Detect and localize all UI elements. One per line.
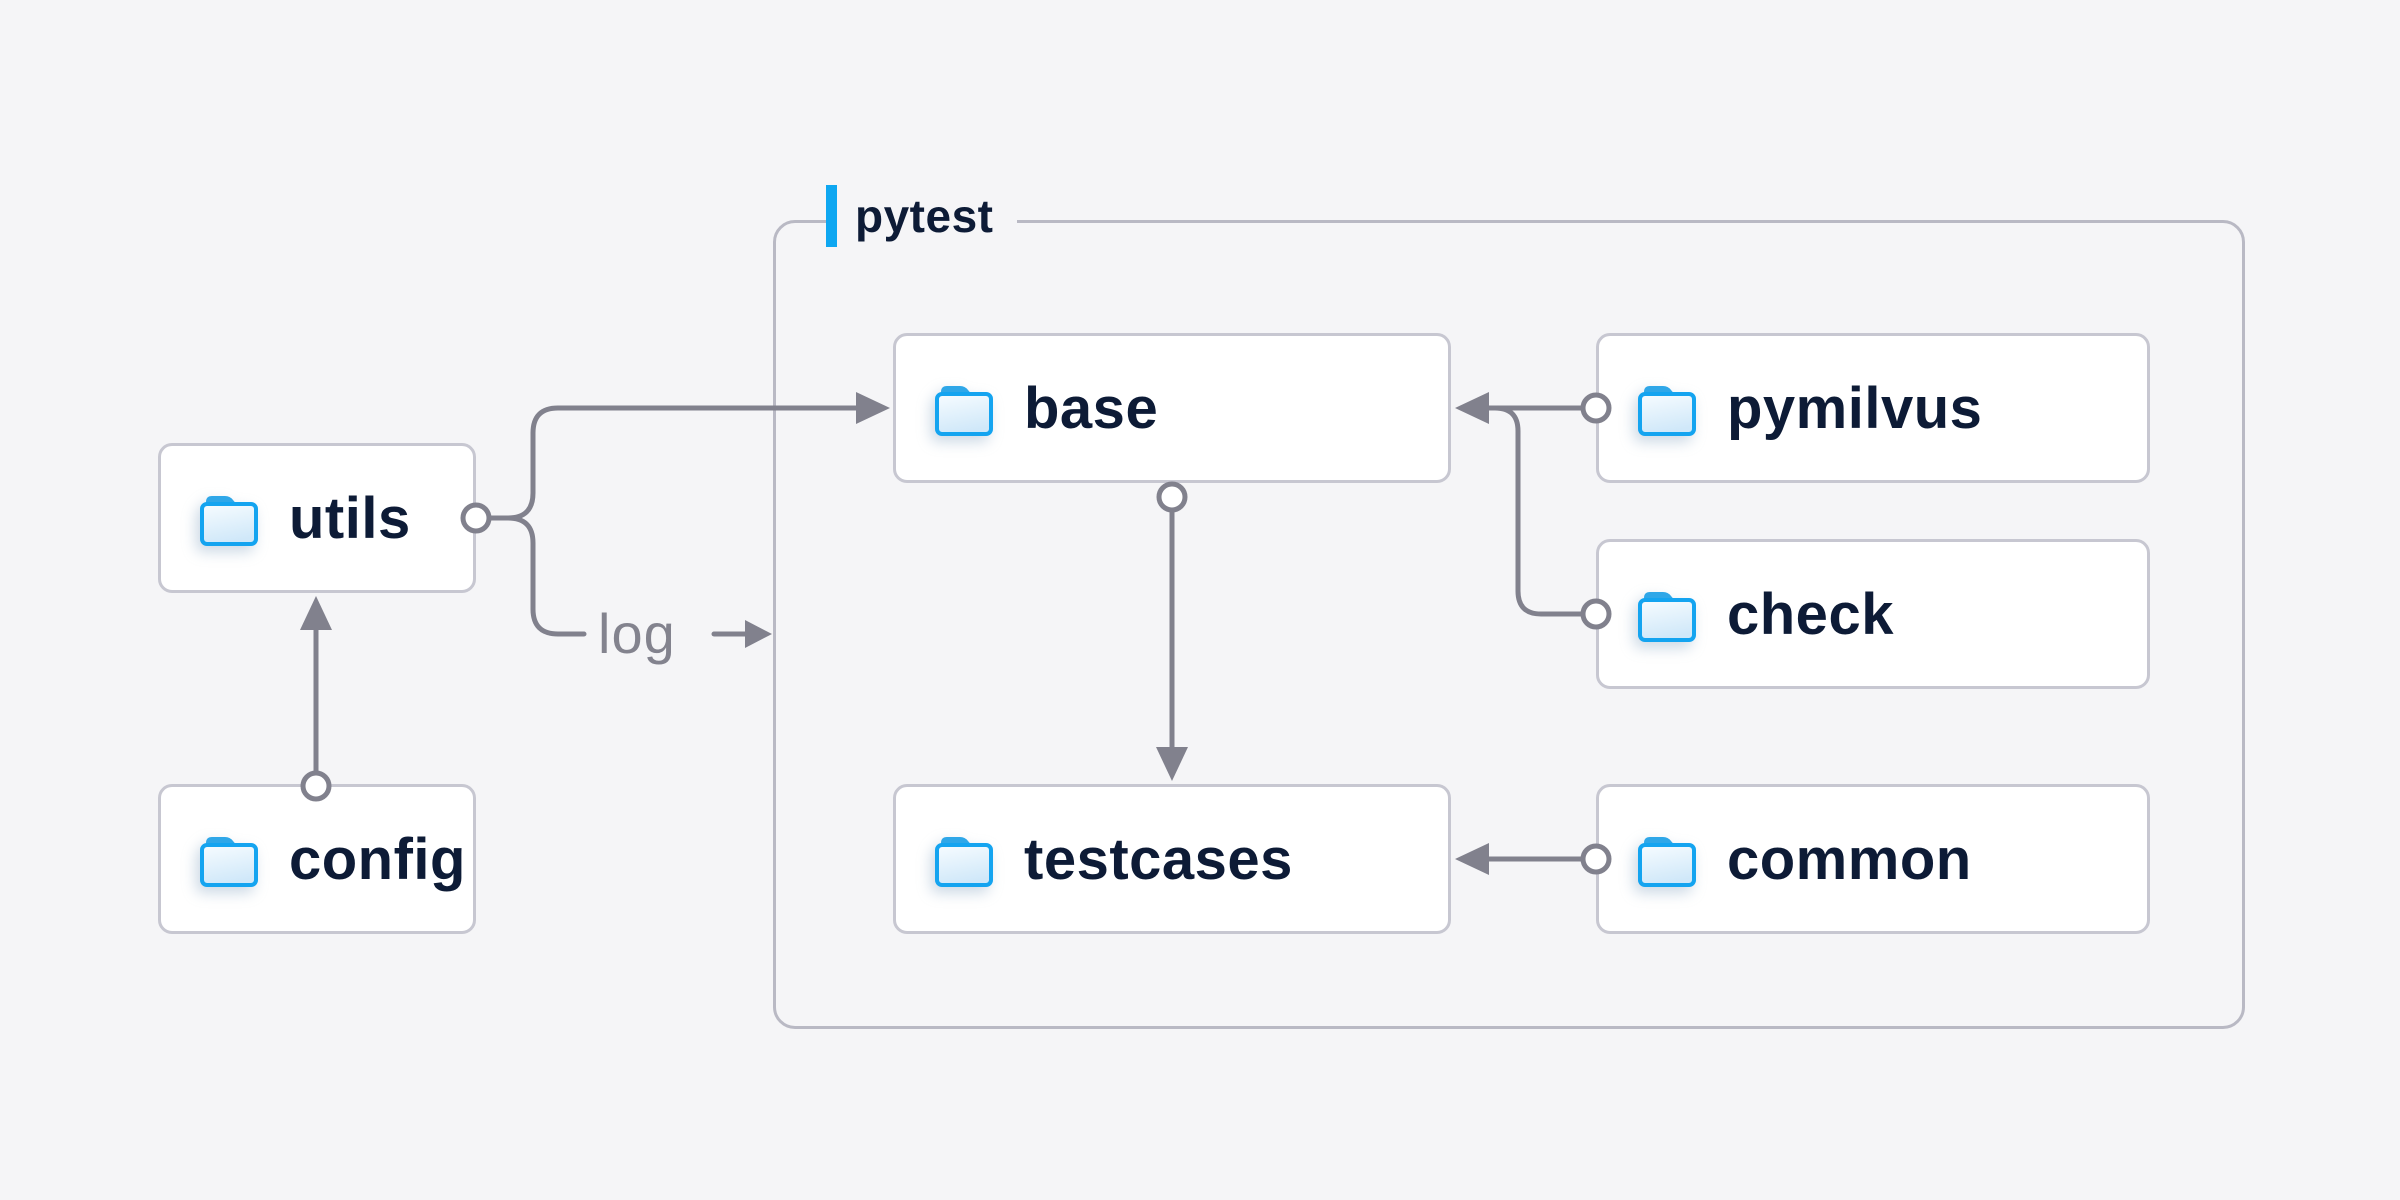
folder-icon bbox=[935, 837, 993, 887]
node-check: check bbox=[1596, 539, 2150, 689]
log-edge-label: log bbox=[598, 602, 676, 665]
node-testcases: testcases bbox=[893, 784, 1451, 934]
pytest-container-label: pytest bbox=[826, 185, 1018, 247]
folder-icon bbox=[935, 386, 993, 436]
node-label: utils bbox=[289, 485, 411, 551]
arrowhead-into-utils bbox=[300, 596, 332, 630]
node-pymilvus: pymilvus bbox=[1596, 333, 2150, 483]
node-label: check bbox=[1727, 581, 1894, 647]
node-label: base bbox=[1024, 375, 1159, 441]
node-base: base bbox=[893, 333, 1451, 483]
node-config: config bbox=[158, 784, 476, 934]
folder-icon bbox=[1638, 592, 1696, 642]
folder-icon bbox=[200, 496, 258, 546]
accent-bar bbox=[826, 185, 837, 247]
node-utils: utils bbox=[158, 443, 476, 593]
node-label: common bbox=[1727, 826, 1972, 892]
node-label: pymilvus bbox=[1727, 375, 1983, 441]
folder-icon bbox=[1638, 386, 1696, 436]
folder-icon bbox=[200, 837, 258, 887]
edge-utils-log bbox=[486, 515, 587, 637]
pytest-container bbox=[773, 220, 2245, 1029]
pytest-container-title: pytest bbox=[837, 185, 1018, 247]
arrowhead-log bbox=[745, 620, 772, 648]
node-label: config bbox=[289, 826, 466, 892]
node-label: testcases bbox=[1024, 826, 1293, 892]
folder-icon bbox=[1638, 837, 1696, 887]
node-common: common bbox=[1596, 784, 2150, 934]
